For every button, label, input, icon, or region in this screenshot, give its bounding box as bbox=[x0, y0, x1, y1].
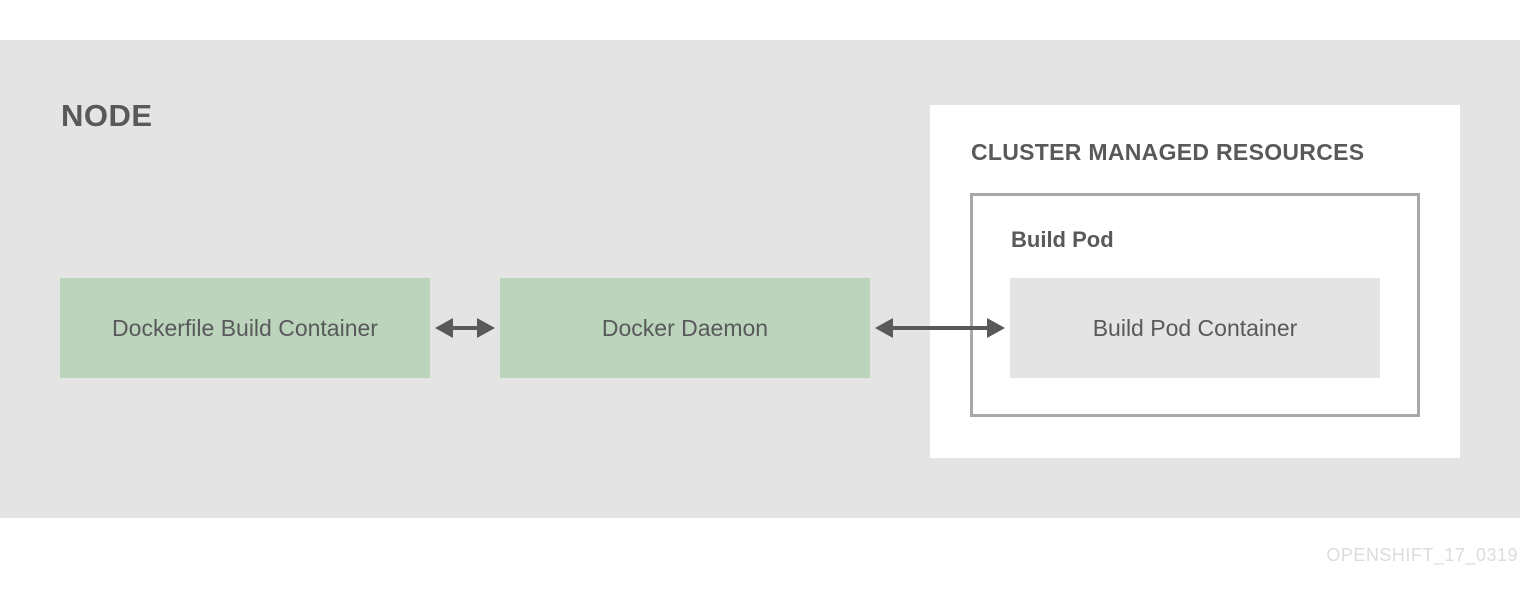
cluster-managed-resources-title: CLUSTER MANAGED RESOURCES bbox=[971, 139, 1365, 165]
arrow-dockerfile-to-daemon bbox=[435, 318, 495, 338]
build-pod-container-box: Build Pod Container bbox=[1010, 278, 1380, 378]
node-title: NODE bbox=[61, 98, 153, 133]
build-pod-title: Build Pod bbox=[1011, 227, 1114, 252]
build-pod-container-label: Build Pod Container bbox=[1092, 314, 1298, 341]
figure-id: OPENSHIFT_17_0319 bbox=[1326, 545, 1518, 565]
arrow-daemon-to-build-pod bbox=[875, 318, 1005, 338]
docker-daemon-label: Docker Daemon bbox=[601, 314, 769, 341]
dockerfile-build-container-box: Dockerfile Build Container bbox=[60, 278, 430, 378]
dockerfile-build-container-label: Dockerfile Build Container bbox=[112, 314, 378, 341]
docker-daemon-box: Docker Daemon bbox=[500, 278, 870, 378]
